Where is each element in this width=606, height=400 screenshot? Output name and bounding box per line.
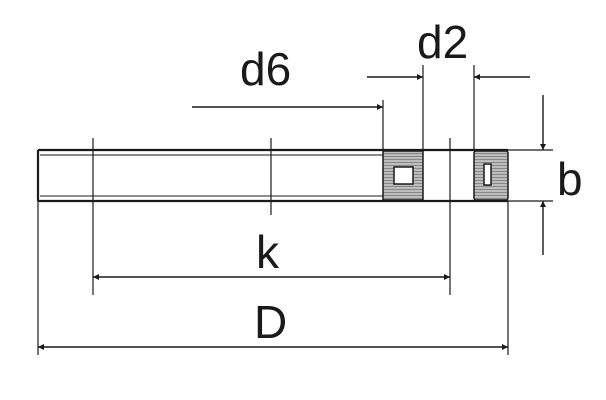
- dimension-labels: d6 d2 b k D: [240, 16, 583, 348]
- left-seal-section: [382, 150, 424, 201]
- label-b: b: [557, 153, 583, 205]
- extension-lines: [37, 65, 553, 355]
- label-d2: d2: [417, 16, 468, 68]
- right-section-opening: [483, 163, 492, 186]
- washer-body: [36, 148, 508, 203]
- label-D: D: [254, 296, 287, 348]
- dimension-lines: [38, 74, 546, 350]
- label-k: k: [256, 226, 280, 278]
- label-d6: d6: [240, 43, 291, 95]
- left-section-opening: [393, 166, 414, 185]
- right-seal-section: [473, 150, 509, 201]
